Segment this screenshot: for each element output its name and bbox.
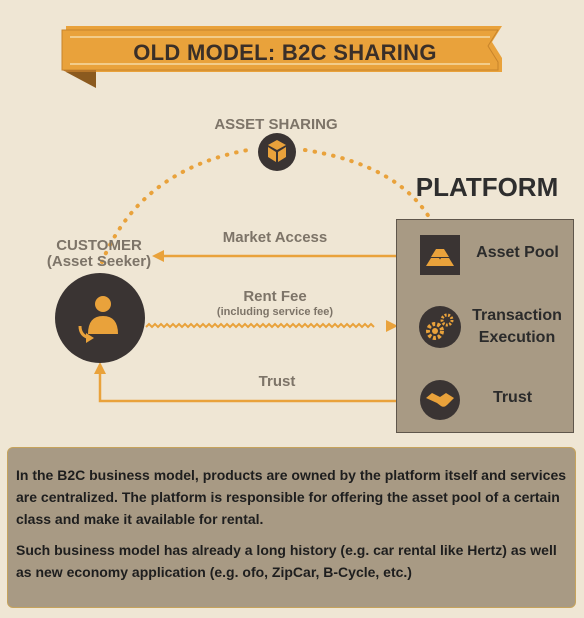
description-box: In the B2C business model, products are …	[7, 447, 576, 608]
asset-sharing-arc	[100, 148, 434, 264]
description-paragraph-1: In the B2C business model, products are …	[16, 467, 567, 527]
banner-title: OLD MODEL: B2C SHARING	[133, 40, 437, 65]
asset-pool-label: Asset Pool	[476, 244, 559, 261]
customer-label: CUSTOMER (Asset Seeker)	[34, 238, 164, 270]
customer-subtitle: (Asset Seeker)	[46, 253, 152, 270]
transaction-label-line2: Execution	[478, 329, 556, 346]
description-paragraph-2: Such business model has already a long h…	[16, 542, 557, 580]
rent-fee-label: Rent Fee	[243, 288, 307, 305]
box-icon	[258, 133, 296, 171]
platform-title: PLATFORM	[415, 172, 559, 202]
platform-trust-label: Trust	[492, 389, 533, 406]
asset-sharing-label: ASSET SHARING	[214, 116, 338, 133]
trust-flow-label: Trust	[258, 373, 296, 390]
rent-fee-arrow	[145, 320, 398, 332]
transaction-label-line1: Transaction	[472, 307, 562, 324]
transaction-execution-label: Transaction Execution	[462, 305, 572, 349]
market-access-arrow	[152, 250, 396, 262]
customer-title: CUSTOMER	[56, 237, 142, 254]
title-banner	[61, 26, 502, 88]
market-access-label: Market Access	[222, 229, 328, 246]
user-exchange-icon	[55, 273, 145, 363]
trust-arrow	[94, 362, 422, 403]
rent-fee-note: (including service fee)	[216, 306, 334, 318]
